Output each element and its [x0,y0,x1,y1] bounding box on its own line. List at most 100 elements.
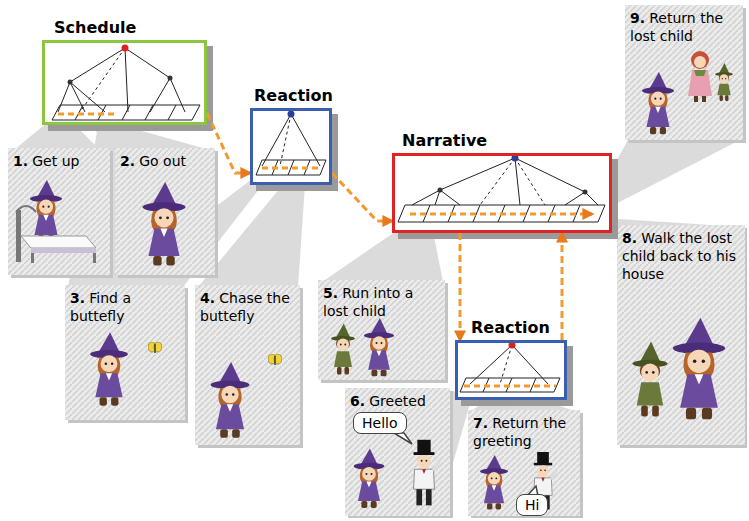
story-panel: 1.Get up [8,148,110,275]
panel-ground [468,410,580,516]
witch-figure [211,362,250,438]
callout-number: 7. [473,415,488,431]
story-panel: 6.GreetedHello [345,388,450,516]
leaf-row [52,105,200,120]
butterfly [268,354,282,365]
tree-box: Narrative [392,131,612,233]
panel-caption: 9.Return the lost child [625,5,743,49]
story-panel: 7.Return the greetingHi [468,410,580,516]
witch-figure [143,182,186,266]
flow-connector [561,233,564,340]
speech-bubble: Hi [516,494,548,516]
panel-caption: 4.Chase the buttefly [195,285,300,329]
panel-ground [8,148,110,275]
root-dot [122,45,129,52]
callout-number: 1. [13,153,28,169]
tree-dot [168,76,173,81]
tree-box: Reaction [455,318,567,400]
panel-ground [65,285,185,420]
box-ground [42,40,207,125]
tree-dot [583,190,588,195]
node-text: Reaction [254,86,333,106]
node-text: Narrative [402,131,487,151]
story-panel: 5.Run into a lost child [318,280,445,380]
butterfly [148,342,162,353]
story-panel: 2.Go out [115,148,215,275]
bed-frame [31,248,96,253]
panel-caption: 5.Run into a lost child [318,280,445,324]
tree-branches [412,158,598,205]
reaction-tree [455,340,573,406]
panel-caption: 3.Find a buttefly [65,285,185,329]
tree-branch-dashed [480,158,545,205]
node-text: Greeted [369,393,426,409]
tree-branch-dashed [280,114,291,166]
flow-connector [332,173,392,221]
woman-figure [688,51,712,102]
callout-number: 2. [120,153,135,169]
callout-number: 3. [70,290,85,306]
tree-heading: Reaction [250,86,332,108]
tree-branches [58,48,185,112]
witch-figure [90,332,128,406]
box-ground [250,108,332,185]
panel-ground [625,5,743,140]
tree-box: Schedule [42,18,207,125]
witch-figure [480,455,508,509]
story-panel: 8.Walk the lost child back to his house [617,225,745,445]
tree-dot [68,80,73,85]
panel-grounds [8,5,747,518]
callout-number: 9. [630,10,645,26]
story-panel: 9.Return the lost child [625,5,743,140]
callout-number: 5. [323,285,338,301]
node-text: Walk the lost child back to his house [622,230,736,282]
reaction-tree [250,108,338,191]
schedule-tree [42,40,213,131]
box-ground [455,340,567,400]
tree-frame [392,153,612,233]
panel-caption: 8.Walk the lost child back to his house [617,225,745,287]
leaf-path [464,385,556,388]
panel-ground [115,148,215,275]
boy-figure [715,63,733,101]
panel-ground [318,280,445,380]
root-dot [288,111,295,118]
node-text: Reaction [471,318,550,338]
flow-connector [207,113,250,173]
tree-frame [250,108,332,185]
bed-mattress [21,236,96,248]
panel-ground [617,225,745,445]
bed [16,206,96,263]
node-text: Go out [139,153,186,169]
bed-post [16,210,21,262]
boy-figure [632,342,667,417]
tree-heading: Narrative [392,131,612,153]
callout-number: 4. [200,290,215,306]
node-text: Schedule [54,18,136,38]
witch-figure [354,448,385,508]
bed-head [16,206,36,212]
panel-ground [345,388,450,516]
bed-leg [31,253,34,263]
leaf-row [398,205,605,222]
speech-tail [394,433,412,444]
panel-ground [195,285,300,445]
panel-caption: 7.Return the greeting [468,410,580,454]
tree-heading: Schedule [42,18,207,40]
leaf-path [410,213,592,216]
flow-connector [459,233,462,340]
leaf-path [58,113,115,116]
speech-bubble: Hello [353,412,407,434]
tree-dot [438,188,443,193]
story-panel: 3.Find a buttefly [65,285,185,420]
leaf-row [256,160,326,175]
witch-figure [673,318,725,420]
witch-figure [642,72,674,134]
story-panel: 4.Chase the buttefly [195,285,300,445]
narrative-tree [392,153,618,239]
panel-caption: 6.Greeted [345,388,450,414]
tree-frame [455,340,567,400]
node-text: Get up [32,153,79,169]
callout-number: 6. [350,393,365,409]
